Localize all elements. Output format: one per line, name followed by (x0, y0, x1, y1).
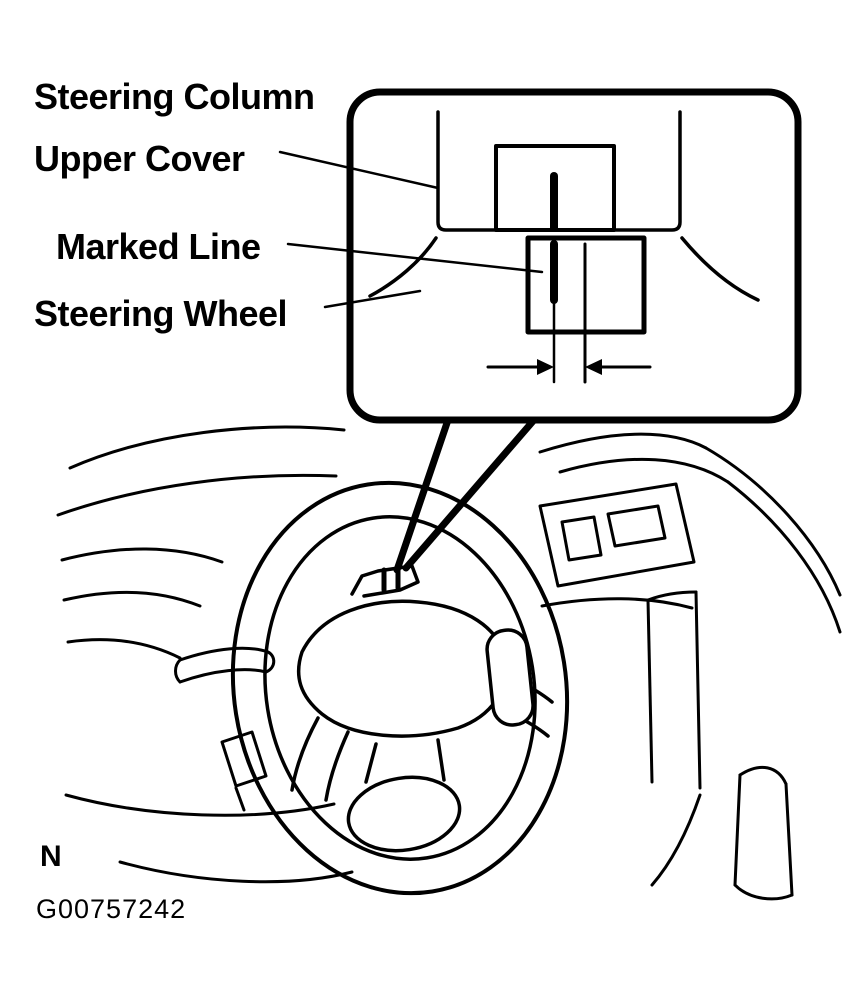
steering-wheel-hub-drawing (525, 235, 647, 384)
wheel-left-curve (368, 236, 438, 298)
wheel-outer-rim (230, 480, 570, 896)
inset-callout-box (346, 88, 802, 424)
alignment-arrows (486, 359, 652, 375)
arrowhead-left-icon (585, 359, 602, 375)
stalk-knob (220, 730, 268, 788)
wheel-mark-detail (350, 564, 420, 598)
leader-marked-line (286, 242, 544, 274)
arrowhead-right-icon (537, 359, 554, 375)
seat-drawing (650, 765, 794, 901)
label-steering-column-line2: Upper Cover (34, 138, 245, 179)
shift-capsule (485, 628, 535, 727)
vent-switch-left (560, 515, 603, 562)
wheel-center-pad (296, 599, 508, 738)
label-steering-column-upper-cover: Steering Column Upper Cover (34, 66, 315, 190)
wheel-right-curve (680, 236, 760, 302)
pointer-wedge (393, 416, 538, 574)
position-marker: N (40, 840, 62, 873)
leader-lines (278, 150, 544, 309)
upper-cover-drawing (368, 110, 760, 302)
label-marked-line: Marked Line (56, 226, 261, 267)
label-steering-wheel: Steering Wheel (34, 293, 288, 334)
dashboard-drawing (56, 425, 842, 884)
steering-wheel-drawing (230, 480, 570, 896)
figure-id: G00757242 (36, 894, 187, 924)
center-stack-drawing (538, 482, 702, 790)
wheel-inner-rim (263, 515, 537, 861)
label-steering-column-line1: Steering Column (34, 76, 315, 117)
vent-switch-right (606, 504, 667, 548)
leader-steering-wheel (323, 289, 422, 309)
wheel-lower-spoke-pad (346, 775, 462, 853)
turn-signal-stalk-drawing (174, 646, 276, 812)
leader-upper-cover (278, 150, 440, 190)
